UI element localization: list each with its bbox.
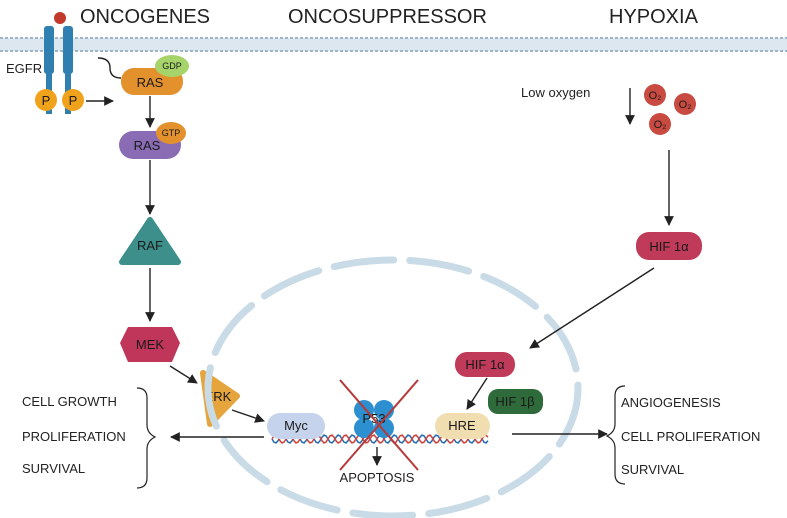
apoptosis-label: APOPTOSIS (340, 470, 415, 485)
arrow-hif-nucleus (529, 267, 655, 349)
o2-molecule-icon (649, 113, 671, 135)
egfr-receptor (35, 12, 84, 114)
hre-node (435, 413, 490, 439)
arrow-hif-hre (466, 377, 488, 410)
mek-label: MEK (136, 337, 165, 352)
hre-label: HRE (448, 418, 476, 433)
ras-gdp-label: RAS (137, 75, 164, 90)
outcome-right-item: ANGIOGENESIS (621, 395, 721, 410)
raf-node (119, 217, 181, 265)
myc-label: Myc (284, 418, 308, 433)
low-oxygen-label: Low oxygen (521, 85, 590, 100)
outcome-right-item: SURVIVAL (621, 462, 684, 477)
header-oncosuppressor: ONCOSUPPRESSOR (288, 6, 487, 28)
outcome-left-item: PROLIFERATION (22, 429, 126, 444)
hif1a-cyto-label: HIF 1α (649, 239, 689, 254)
arrow-mek-erk (169, 365, 198, 384)
gdp-label: GDP (162, 61, 182, 71)
header-hypoxia: HYPOXIA (609, 6, 699, 28)
egfr-label: EGFR (6, 61, 42, 76)
o2-molecule-icon (644, 84, 666, 106)
p53-node (354, 400, 394, 438)
hif1a-cyto-node (636, 232, 702, 260)
hif1a-nuclear-node (455, 352, 515, 377)
right-brace (605, 385, 626, 485)
phosphate-icon (62, 89, 84, 111)
inhibition-cross-icon (339, 379, 419, 471)
nucleus-envelope (204, 256, 582, 518)
phospho-label: P (69, 93, 78, 108)
o2-molecule-icon (674, 93, 696, 115)
o2-label: O₂ (679, 99, 692, 111)
cell-membrane (0, 37, 787, 52)
egfr-ras-connector (97, 57, 122, 79)
o2-label: O₂ (649, 90, 662, 102)
outcome-left-item: CELL GROWTH (22, 394, 117, 409)
gtp-label: GTP (162, 128, 181, 138)
raf-label: RAF (137, 238, 163, 253)
left-brace (136, 387, 157, 489)
outcome-left-item: SURVIVAL (22, 461, 85, 476)
ras-gtp-node (119, 122, 186, 159)
mek-node (120, 327, 180, 362)
ras-gdp-node (121, 55, 189, 95)
arrow-erk-myc (231, 409, 265, 423)
outcome-right-item: CELL PROLIFERATION (621, 429, 760, 444)
phosphate-icon (35, 89, 57, 111)
ras-gtp-label: RAS (134, 138, 161, 153)
header-oncogenes: ONCOGENES (80, 6, 210, 28)
hif1a-nuclear-label: HIF 1α (465, 357, 505, 372)
phospho-label: P (42, 93, 51, 108)
myc-node (267, 413, 325, 439)
hif1b-node (488, 389, 543, 414)
o2-label: O₂ (654, 119, 667, 131)
hif1b-label: HIF 1β (495, 394, 534, 409)
o2-molecules (644, 84, 696, 135)
